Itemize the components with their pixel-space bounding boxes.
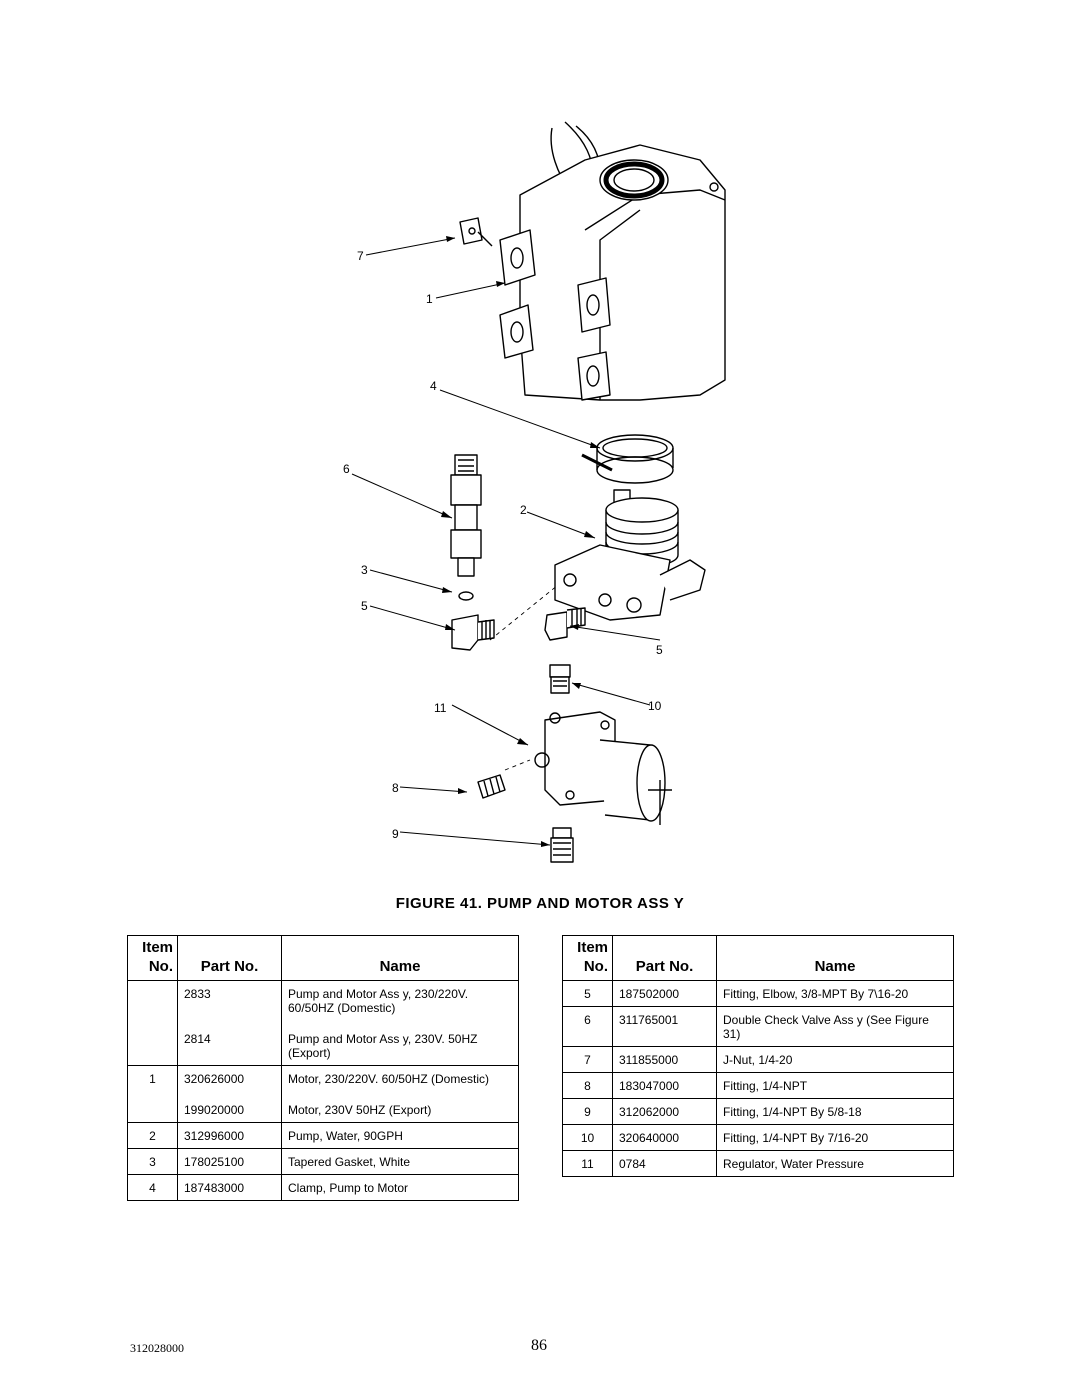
item-cell: [127, 1020, 178, 1066]
header-no-label: No.: [148, 958, 173, 975]
item-cell: [127, 980, 178, 1020]
pump-motor-exploded-diagram: 7 1 4 6 2 3 5 5 11 10 8 9: [343, 121, 726, 863]
item-cell: 5: [562, 980, 613, 1007]
item-cell: 1: [127, 1065, 178, 1091]
item-cell: 7: [562, 1046, 613, 1073]
part-no-cell: 2814: [177, 1020, 282, 1066]
callout-5: 5: [361, 599, 368, 613]
item-cell: [127, 1091, 178, 1123]
callout-2: 2: [520, 503, 527, 517]
header-item-label: Item: [577, 939, 608, 956]
part-no-cell: 187502000: [612, 980, 717, 1007]
header-item-label: Item: [142, 939, 173, 956]
name-cell: Pump and Motor Ass y, 230V. 50HZ (Export…: [281, 1020, 519, 1066]
name-cell: Regulator, Water Pressure: [716, 1150, 954, 1177]
callout-4: 4: [430, 379, 437, 393]
part-no-cell: 312996000: [177, 1122, 282, 1149]
header-no-label: No.: [583, 958, 608, 975]
callout-1: 1: [426, 292, 433, 306]
name-cell: Clamp, Pump to Motor: [281, 1174, 519, 1201]
callout-8: 8: [392, 781, 399, 795]
part-no-cell: 187483000: [177, 1174, 282, 1201]
part-no-cell: 320626000: [177, 1065, 282, 1091]
part-no-cell: 2833: [177, 980, 282, 1020]
callout-11: 11: [434, 701, 447, 715]
name-cell: Fitting, 1/4-NPT By 5/8-18: [716, 1098, 954, 1125]
callout-5: 5: [656, 643, 663, 657]
name-cell: Pump and Motor Ass y, 230/220V. 60/50HZ …: [281, 980, 519, 1020]
header-name: Name: [716, 935, 954, 981]
part-no-cell: 312062000: [612, 1098, 717, 1125]
header-name: Name: [281, 935, 519, 981]
item-cell: 3: [127, 1148, 178, 1175]
part-no-cell: 0784: [612, 1150, 717, 1177]
callout-10: 10: [648, 699, 662, 713]
item-cell: 9: [562, 1098, 613, 1125]
item-cell: 2: [127, 1122, 178, 1149]
callout-3: 3: [361, 563, 368, 577]
name-cell: Fitting, 1/4-NPT: [716, 1072, 954, 1099]
name-cell: Double Check Valve Ass y (See Figure 31): [716, 1006, 954, 1047]
callout-6: 6: [343, 462, 350, 476]
header-part-no: Part No.: [177, 935, 282, 981]
name-cell: J-Nut, 1/4-20: [716, 1046, 954, 1073]
name-cell: Tapered Gasket, White: [281, 1148, 519, 1175]
part-no-cell: 183047000: [612, 1072, 717, 1099]
name-cell: Fitting, Elbow, 3/8-MPT By 7\16-20: [716, 980, 954, 1007]
page-number: 86: [531, 1337, 547, 1354]
item-cell: 10: [562, 1124, 613, 1151]
header-part-no: Part No.: [612, 935, 717, 981]
name-cell: Fitting, 1/4-NPT By 7/16-20: [716, 1124, 954, 1151]
part-no-cell: 199020000: [177, 1091, 282, 1123]
part-no-cell: 311765001: [612, 1006, 717, 1047]
name-cell: Motor, 230V 50HZ (Export): [281, 1091, 519, 1123]
part-no-cell: 178025100: [177, 1148, 282, 1175]
item-cell: 8: [562, 1072, 613, 1099]
figure-caption: FIGURE 41. PUMP AND MOTOR ASS Y: [395, 895, 685, 912]
item-cell: 4: [127, 1174, 178, 1201]
callout-9: 9: [392, 827, 399, 841]
part-no-cell: 311855000: [612, 1046, 717, 1073]
part-no-cell: 320640000: [612, 1124, 717, 1151]
item-cell: 6: [562, 1006, 613, 1047]
document-number: 312028000: [130, 1341, 184, 1355]
item-cell: 11: [562, 1150, 613, 1177]
name-cell: Motor, 230/220V. 60/50HZ (Domestic): [281, 1065, 519, 1091]
callout-7: 7: [357, 249, 364, 263]
name-cell: Pump, Water, 90GPH: [281, 1122, 519, 1149]
